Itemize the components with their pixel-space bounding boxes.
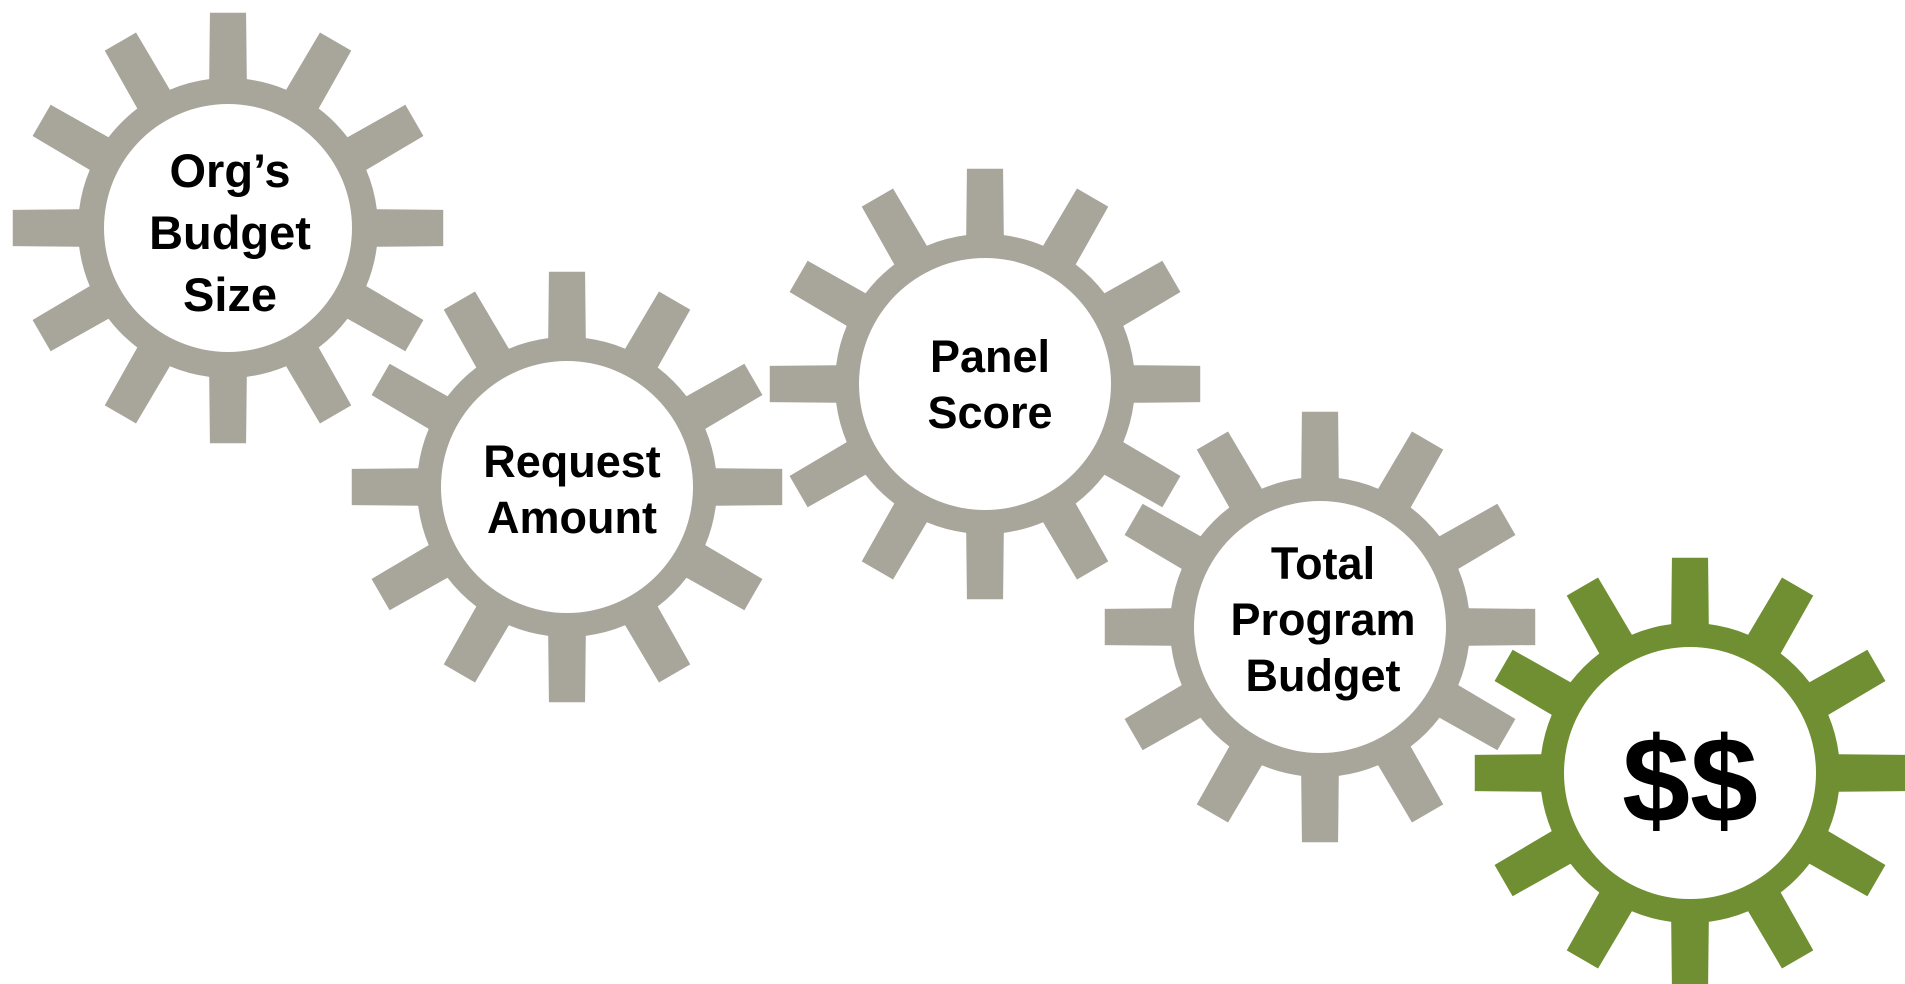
gear-center [104,104,352,352]
gear-label-line: $$ [1622,712,1758,848]
gear-center [1194,501,1446,753]
gear-total-program-budget [1104,411,1536,843]
gear-label-panel-score: Panel Score [885,325,1095,445]
gear-label-line: Org’s [169,143,291,197]
gear-label-line: Request [483,436,661,487]
gear-label-line: Program [1230,593,1416,645]
gear-label-line: Budget [1245,649,1401,701]
gear-label-line: Total [1270,537,1376,589]
gear-label-total-program-budget: Total Program Budget [1218,532,1428,707]
gear-label-line: Budget [149,205,311,259]
gear-label-request-amount: Request Amount [467,430,677,550]
gear-center [441,361,693,613]
gear-label-line: Amount [487,492,657,543]
gear-panel-score [769,168,1201,600]
gear-orgs-budget-size [12,12,444,444]
gear-label-line: Panel [929,331,1051,382]
gear-label-line: Size [182,267,278,321]
gear-center [859,258,1111,510]
gear-dollars [1474,557,1905,984]
gear-label-line: Score [927,387,1053,438]
gear-request-amount [351,271,783,703]
gear-label-orgs-budget-size: Org’s Budget Size [130,135,330,330]
gear-center [1564,647,1816,899]
gear-label-dollars: $$ [1570,715,1810,845]
